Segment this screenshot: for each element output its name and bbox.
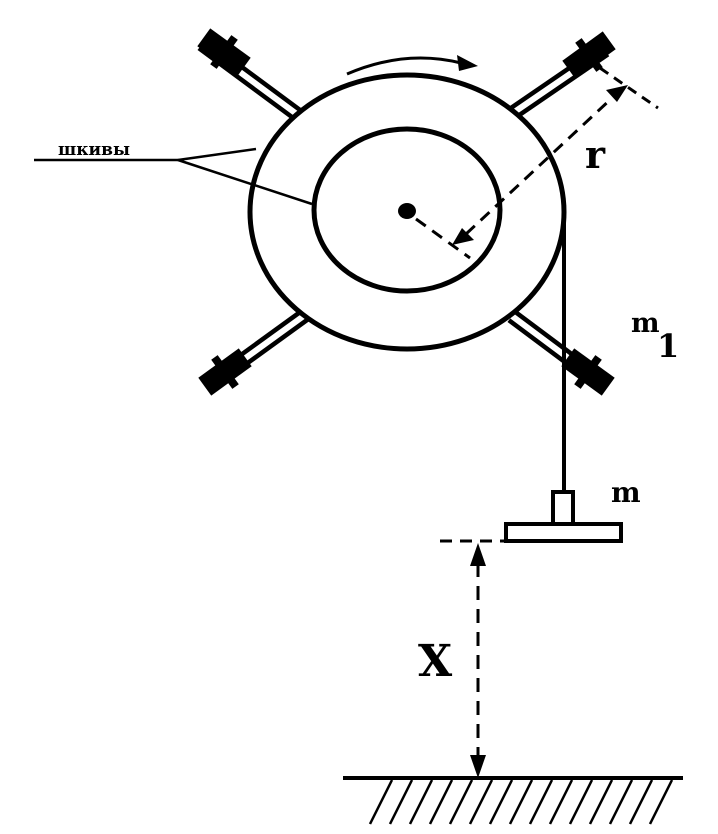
hatch-line	[568, 779, 594, 825]
hatch-line	[648, 779, 674, 825]
hatch-line	[528, 779, 554, 825]
hatch-line	[408, 779, 434, 825]
mass-stem	[551, 490, 575, 526]
hatch-line	[628, 779, 654, 825]
hatch-line	[468, 779, 494, 825]
height-arrowhead-top	[470, 543, 486, 566]
radius-dimension	[415, 66, 659, 260]
radius-arrowhead-lower	[452, 228, 474, 245]
hatch-line	[368, 779, 394, 825]
hatch-line	[448, 779, 474, 825]
hatch-line	[388, 779, 414, 825]
ground-hatching	[368, 779, 674, 825]
hatch-line	[588, 779, 614, 825]
hatch-line	[548, 779, 574, 825]
hatch-line	[488, 779, 514, 825]
mass-plate	[504, 522, 623, 543]
hatch-line	[508, 779, 534, 825]
pulley-label-leaders	[34, 147, 313, 206]
rod-mass-subscript: 1	[657, 327, 679, 365]
rod-mass-label: m	[631, 308, 660, 339]
pulleys-label: шкивы	[58, 140, 130, 160]
clamp-upper-left	[210, 35, 238, 69]
radius-label: r	[585, 132, 606, 177]
radius-end-tick	[599, 66, 659, 110]
clamp-lower-left	[211, 355, 239, 389]
hatch-line	[608, 779, 634, 825]
axle-dot	[398, 203, 416, 219]
height-arrowhead-bottom	[470, 755, 486, 778]
hanging-mass-label: m	[611, 476, 641, 509]
height-label: X	[418, 636, 453, 687]
ground	[343, 776, 683, 825]
clamp-lower-right	[574, 355, 602, 389]
radius-center-dash	[415, 217, 471, 260]
rotation-arrow	[346, 55, 478, 76]
radius-arrow-line	[464, 96, 614, 236]
clamp-upper-right	[575, 38, 603, 72]
hanging-mass	[504, 490, 623, 543]
radius-arrowhead-upper	[606, 85, 628, 102]
rod-weights	[197, 28, 616, 396]
height-dimension	[440, 539, 505, 778]
hatch-line	[428, 779, 454, 825]
